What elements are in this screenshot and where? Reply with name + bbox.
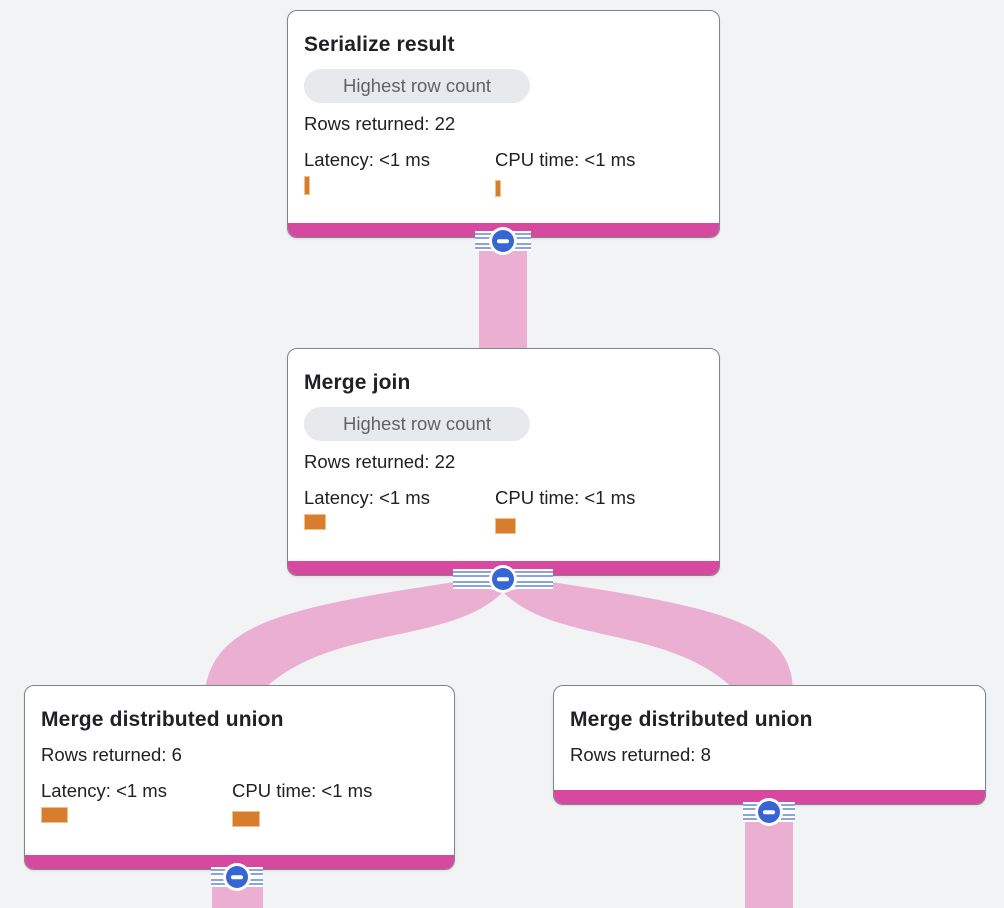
latency-label: Latency: <1 ms xyxy=(304,487,430,508)
latency-bar xyxy=(304,514,326,530)
cpu-time-bar xyxy=(232,811,260,827)
node-metrics: Latency: <1 ms CPU time: <1 ms xyxy=(304,148,703,197)
link-right-union-child xyxy=(745,806,793,908)
latency-bar xyxy=(304,176,310,195)
collapse-button[interactable] xyxy=(758,801,780,823)
cpu-time-label: CPU time: <1 ms xyxy=(495,149,636,170)
cpu-time-label: CPU time: <1 ms xyxy=(495,487,636,508)
link-merge-join-to-right-union xyxy=(503,582,793,690)
plan-node-merge-distributed-union-right[interactable]: Merge distributed union Rows returned: 8 xyxy=(553,685,986,805)
latency-metric: Latency: <1 ms xyxy=(304,486,495,534)
rows-returned-text: Rows returned: 22 xyxy=(304,451,456,472)
node-metrics: Latency: <1 ms CPU time: <1 ms xyxy=(304,486,703,534)
node-footer-bar xyxy=(554,790,985,804)
node-title: Serialize result xyxy=(304,33,455,56)
minus-icon xyxy=(497,239,509,243)
link-merge-join-to-left-union xyxy=(205,582,503,690)
node-title: Merge distributed union xyxy=(41,708,284,731)
collapse-button[interactable] xyxy=(492,230,514,252)
latency-bar xyxy=(41,807,68,823)
minus-icon xyxy=(763,810,775,814)
cpu-time-label: CPU time: <1 ms xyxy=(232,780,373,801)
rows-returned-text: Rows returned: 22 xyxy=(304,113,456,134)
latency-label: Latency: <1 ms xyxy=(304,149,430,170)
collapse-button[interactable] xyxy=(492,568,514,590)
link-merge-join-to-serialize-result xyxy=(479,236,527,350)
latency-metric: Latency: <1 ms xyxy=(41,779,232,827)
latency-metric: Latency: <1 ms xyxy=(304,148,495,197)
highest-row-count-badge: Highest row count xyxy=(304,69,531,103)
cpu-time-metric: CPU time: <1 ms xyxy=(232,779,438,827)
minus-icon xyxy=(231,875,243,879)
node-title: Merge distributed union xyxy=(570,708,813,731)
minus-icon xyxy=(497,577,509,581)
cpu-time-metric: CPU time: <1 ms xyxy=(495,148,703,197)
connector-left-union xyxy=(211,866,263,888)
plan-node-merge-join[interactable]: Merge join Highest row count Rows return… xyxy=(287,348,720,576)
cpu-time-bar xyxy=(495,180,501,197)
node-footer-bar xyxy=(25,855,454,869)
plan-node-merge-distributed-union-left[interactable]: Merge distributed union Rows returned: 6… xyxy=(24,685,455,870)
connector-merge-join xyxy=(453,568,553,590)
cpu-time-metric: CPU time: <1 ms xyxy=(495,486,703,534)
plan-node-serialize-result[interactable]: Serialize result Highest row count Rows … xyxy=(287,10,720,238)
latency-label: Latency: <1 ms xyxy=(41,780,167,801)
connector-serialize-result xyxy=(475,230,531,252)
node-title: Merge join xyxy=(304,371,411,394)
rows-returned-text: Rows returned: 8 xyxy=(570,744,711,765)
connector-right-union xyxy=(743,801,795,823)
collapse-button[interactable] xyxy=(226,866,248,888)
highest-row-count-badge: Highest row count xyxy=(304,407,531,441)
node-metrics: Latency: <1 ms CPU time: <1 ms xyxy=(41,779,438,827)
rows-returned-text: Rows returned: 6 xyxy=(41,744,182,765)
cpu-time-bar xyxy=(495,518,516,534)
